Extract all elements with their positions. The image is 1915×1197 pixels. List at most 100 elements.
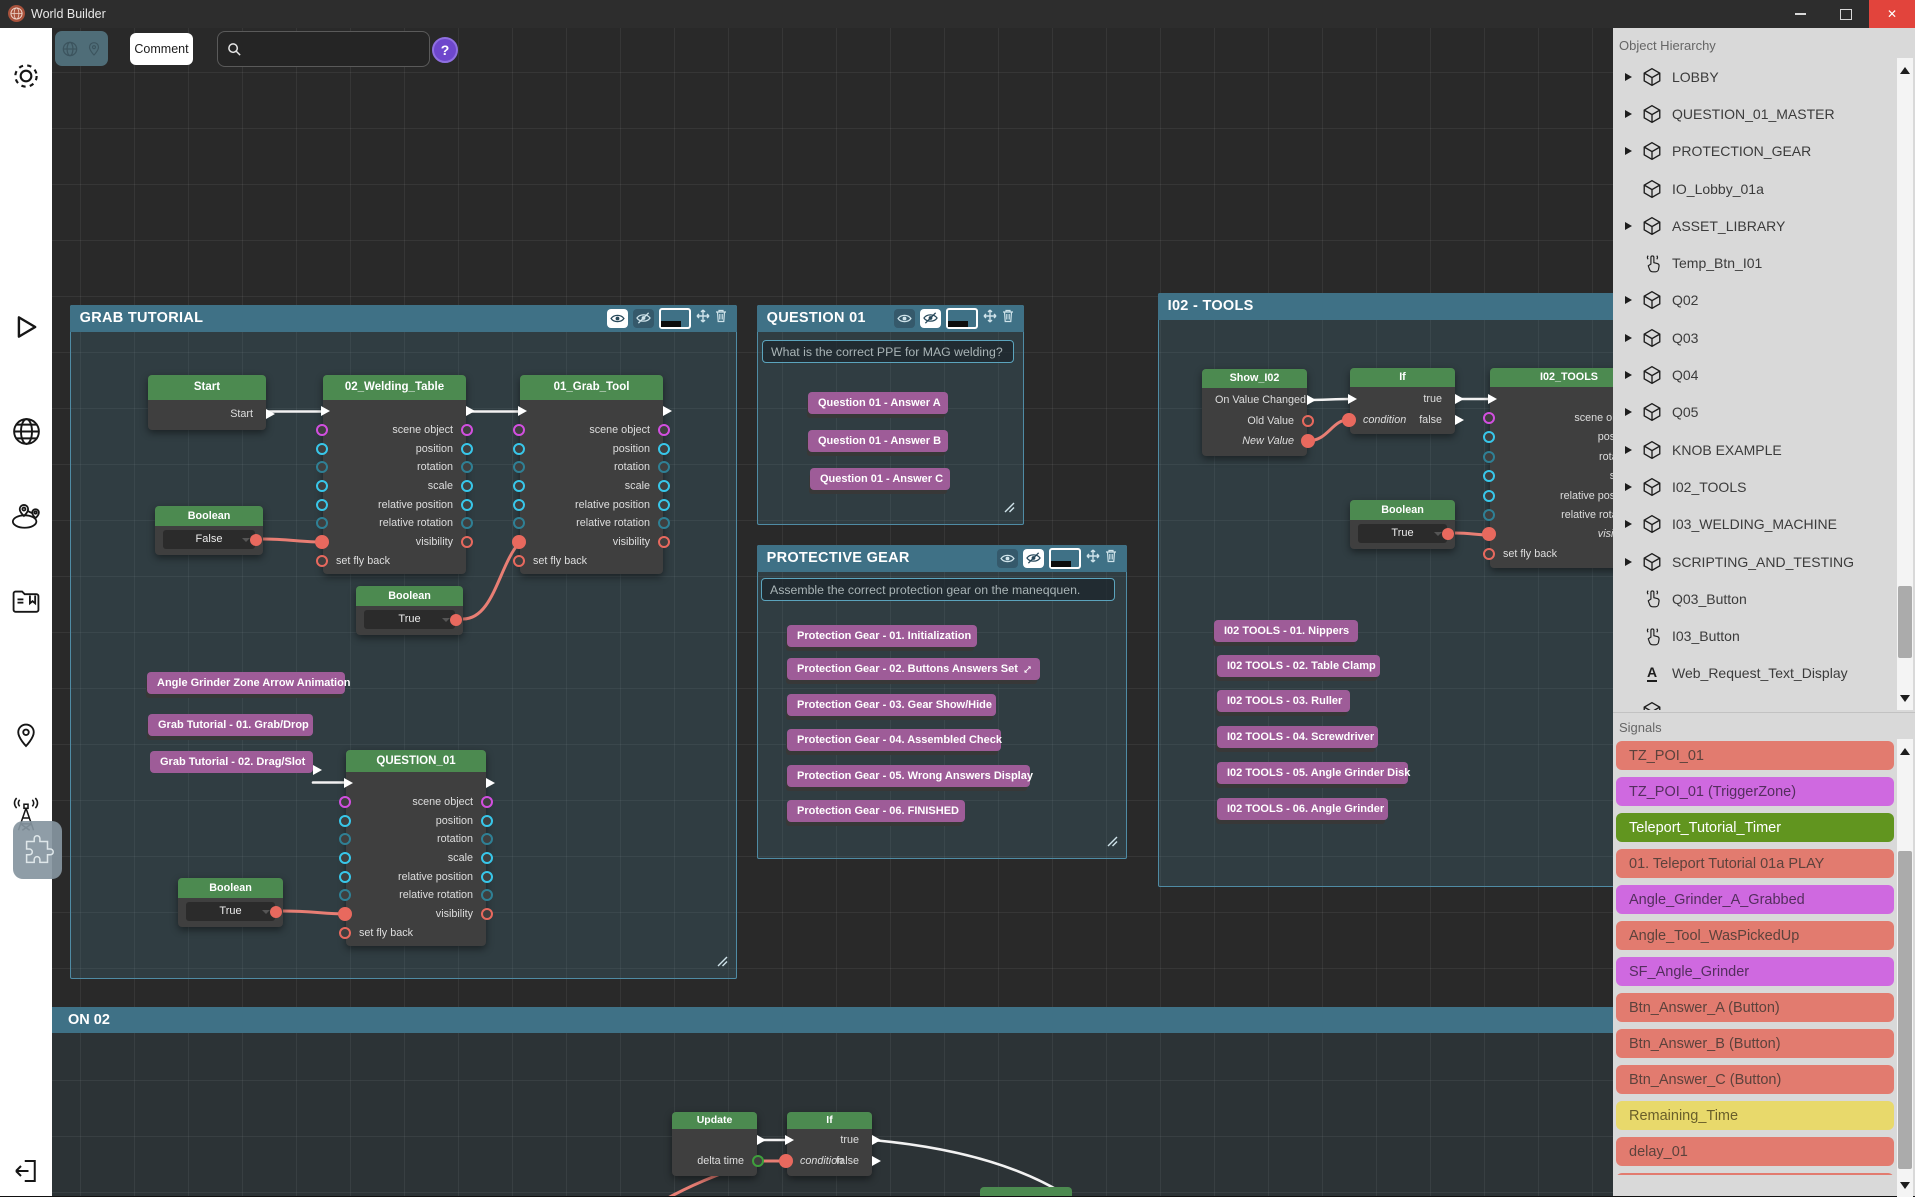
input-port[interactable] bbox=[1482, 527, 1496, 541]
boolean-value-dropdown[interactable]: True bbox=[186, 902, 275, 921]
eye-slash-icon[interactable] bbox=[633, 309, 654, 328]
signal-pill[interactable]: Angle_Grinder_A_Grabbed bbox=[1616, 885, 1894, 914]
hierarchy-item[interactable]: A Q04 bbox=[1613, 356, 1897, 393]
signal-pill[interactable]: Btn_Answer_A (Button) bbox=[1616, 993, 1894, 1022]
signal-pill[interactable]: Remaining_Time bbox=[1616, 1101, 1894, 1130]
expand-arrow-icon[interactable] bbox=[1625, 632, 1639, 640]
close-button[interactable]: ✕ bbox=[1869, 0, 1915, 28]
input-port[interactable] bbox=[1483, 431, 1495, 443]
expand-arrow-icon[interactable] bbox=[1625, 446, 1639, 454]
exec-out-arrow[interactable] bbox=[486, 778, 495, 788]
hierarchy-item[interactable]: A I02_TOOLS bbox=[1613, 468, 1897, 505]
script-button-answer-b[interactable]: Question 01 - Answer B bbox=[808, 430, 948, 452]
signal-pill[interactable]: Btn_Answer_C (Button) bbox=[1616, 1065, 1894, 1094]
expand-arrow-icon[interactable] bbox=[1625, 296, 1639, 304]
input-port[interactable] bbox=[316, 499, 328, 511]
exec-out-arrow[interactable] bbox=[266, 409, 275, 419]
signal-pill[interactable]: Angle_Tool_WasPickedUp bbox=[1616, 921, 1894, 950]
output-port[interactable] bbox=[450, 614, 462, 626]
node-update[interactable]: Update delta time bbox=[672, 1112, 757, 1176]
output-port[interactable] bbox=[461, 443, 473, 455]
node-boolean-true[interactable]: Boolean True bbox=[1350, 500, 1455, 549]
input-port[interactable] bbox=[316, 461, 328, 473]
output-port[interactable] bbox=[1302, 415, 1314, 427]
eye-slash-icon[interactable] bbox=[1023, 549, 1044, 568]
expand-arrow-icon[interactable] bbox=[1625, 259, 1639, 267]
puzzle-mode-button[interactable] bbox=[13, 821, 62, 879]
expand-arrow-icon[interactable] bbox=[1625, 707, 1639, 710]
output-port[interactable] bbox=[481, 852, 493, 864]
exec-out-arrow[interactable] bbox=[1307, 395, 1316, 405]
hierarchy-item[interactable]: A KNOB EXAMPLE bbox=[1613, 431, 1897, 468]
search-input[interactable] bbox=[242, 41, 416, 57]
color-swatch[interactable] bbox=[946, 308, 978, 329]
eye-icon[interactable] bbox=[997, 549, 1018, 568]
maximize-button[interactable] bbox=[1823, 0, 1869, 28]
hierarchy-item[interactable]: A LOBBY bbox=[1613, 58, 1897, 95]
hierarchy-item[interactable]: A SCRIPTING_AND_TESTING bbox=[1613, 543, 1897, 580]
script-button-pg-05[interactable]: Protection Gear - 05. Wrong Answers Disp… bbox=[787, 765, 1030, 787]
signal-pill[interactable]: Teleport_Tutorial_Timer bbox=[1616, 813, 1894, 842]
node-show-i02[interactable]: Show_I02 On Value Changed Old Value New … bbox=[1202, 369, 1307, 456]
node-start[interactable]: Start Start bbox=[148, 375, 266, 430]
script-button-pg-01[interactable]: Protection Gear - 01. Initialization bbox=[787, 625, 977, 647]
script-button-pg-04[interactable]: Protection Gear - 04. Assembled Check bbox=[787, 729, 1001, 751]
script-button-pg-02[interactable]: Protection Gear - 02. Buttons Answers Se… bbox=[787, 658, 1040, 680]
output-port[interactable] bbox=[270, 906, 282, 918]
input-port[interactable] bbox=[512, 535, 526, 549]
exec-in-arrow[interactable] bbox=[1348, 394, 1357, 404]
input-port[interactable] bbox=[513, 499, 525, 511]
hierarchy-item[interactable]: A IO_Lobby_01a bbox=[1613, 170, 1897, 207]
signal-pill[interactable]: 01. Teleport Tutorial 01a PLAY bbox=[1616, 849, 1894, 878]
expand-arrow-icon[interactable] bbox=[1625, 73, 1639, 81]
script-button-i02-01[interactable]: I02 TOOLS - 01. Nippers bbox=[1214, 620, 1358, 642]
group-header[interactable]: I02 - TOOLS bbox=[1158, 293, 1621, 320]
expand-arrow-icon[interactable] bbox=[1625, 483, 1639, 491]
output-port[interactable] bbox=[481, 889, 493, 901]
input-port[interactable] bbox=[316, 480, 328, 492]
node-boolean-false[interactable]: Boolean False bbox=[155, 506, 263, 555]
boolean-value-dropdown[interactable]: False bbox=[163, 530, 255, 549]
exec-out-arrow[interactable] bbox=[1455, 415, 1464, 425]
node-if[interactable]: If true condition false bbox=[787, 1112, 872, 1176]
expand-arrow-icon[interactable] bbox=[1625, 185, 1639, 193]
expand-arrow-icon[interactable] bbox=[1625, 595, 1639, 603]
output-port[interactable] bbox=[461, 424, 473, 436]
scroll-down-button[interactable] bbox=[1897, 686, 1913, 710]
play-icon[interactable] bbox=[0, 310, 52, 344]
input-port[interactable] bbox=[316, 424, 328, 436]
input-port[interactable] bbox=[513, 461, 525, 473]
expand-arrow-icon[interactable] bbox=[1625, 222, 1639, 230]
hierarchy-scrollbar[interactable] bbox=[1897, 58, 1913, 710]
expand-arrow-icon[interactable] bbox=[1625, 558, 1639, 566]
expand-arrow-icon[interactable] bbox=[1625, 334, 1639, 342]
eye-slash-icon[interactable] bbox=[920, 309, 941, 328]
script-button-i02-02[interactable]: I02 TOOLS - 02. Table Clamp bbox=[1217, 655, 1380, 677]
group-header[interactable]: PROTECTIVE GEAR bbox=[757, 545, 1128, 572]
mode-toggle[interactable] bbox=[55, 31, 108, 66]
input-port[interactable] bbox=[315, 535, 329, 549]
group-question-01[interactable]: QUESTION 01 bbox=[757, 305, 1024, 525]
output-port[interactable] bbox=[461, 480, 473, 492]
trash-icon[interactable] bbox=[715, 309, 727, 327]
trash-icon[interactable] bbox=[1105, 549, 1117, 567]
exec-in-arrow[interactable] bbox=[785, 1135, 794, 1145]
exec-out-arrow[interactable] bbox=[757, 1135, 766, 1145]
exec-out-arrow[interactable] bbox=[872, 1135, 881, 1145]
input-port[interactable] bbox=[513, 443, 525, 455]
input-port[interactable] bbox=[339, 852, 351, 864]
script-button-i02-06[interactable]: I02 TOOLS - 06. Angle Grinder bbox=[1217, 798, 1388, 820]
eye-icon[interactable] bbox=[894, 309, 915, 328]
input-port[interactable] bbox=[1483, 548, 1495, 560]
signals-scrollbar[interactable] bbox=[1897, 739, 1913, 1197]
signal-pill[interactable]: delay_02 bbox=[1616, 1173, 1894, 1175]
output-port[interactable] bbox=[461, 517, 473, 529]
hierarchy-item[interactable]: A Q03_Button bbox=[1613, 580, 1897, 617]
output-port[interactable] bbox=[658, 480, 670, 492]
output-port[interactable] bbox=[752, 1155, 764, 1167]
globe-icon[interactable] bbox=[0, 415, 52, 448]
exec-out-arrow[interactable] bbox=[1455, 394, 1464, 404]
input-port[interactable] bbox=[316, 517, 328, 529]
output-port[interactable] bbox=[461, 536, 473, 548]
input-port[interactable] bbox=[1483, 451, 1495, 463]
